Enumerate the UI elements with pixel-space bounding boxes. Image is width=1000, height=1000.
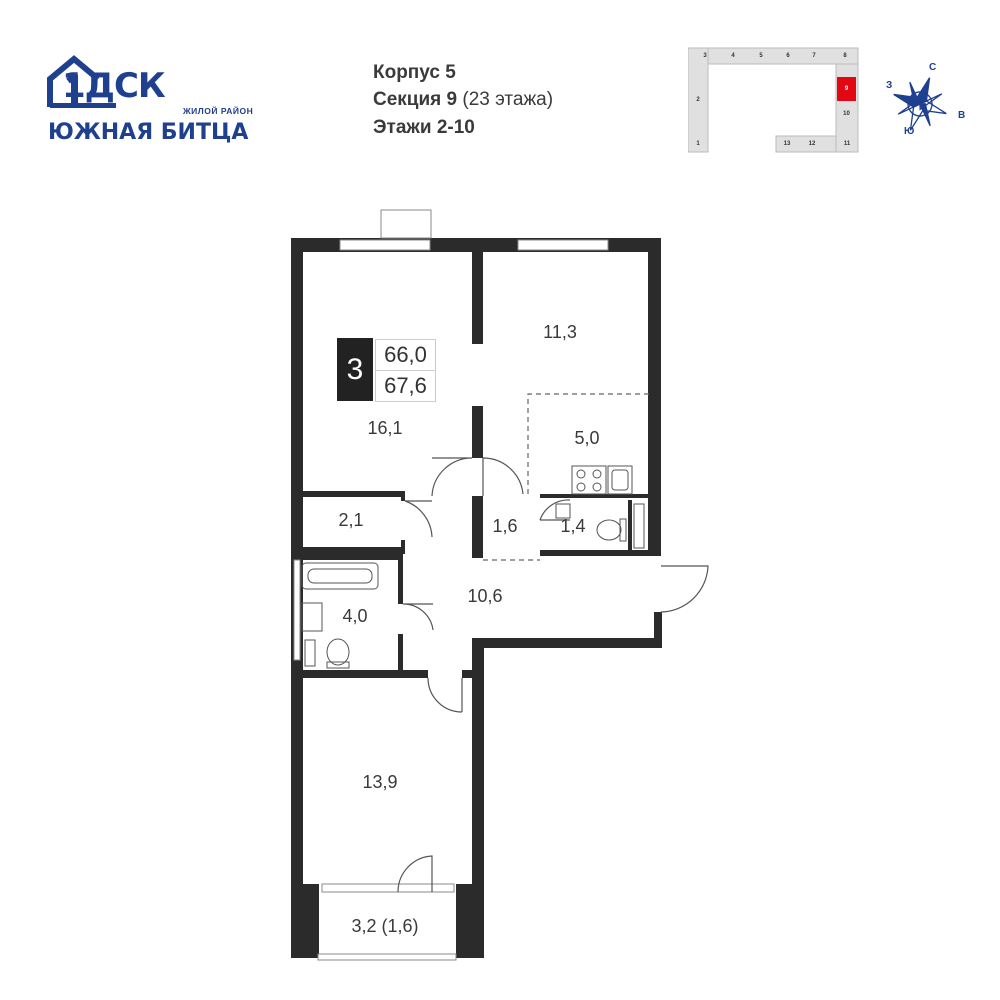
wall-closet-top — [303, 491, 401, 497]
door-entry — [660, 565, 709, 613]
section-label: Секция 9 — [373, 89, 458, 110]
stove-icon — [571, 465, 607, 495]
logo-house-icon — [47, 55, 116, 108]
wall-toilet-right — [628, 500, 632, 550]
room-area-bedroom-right: 11,3 — [543, 322, 577, 342]
balcony-wall-left — [291, 884, 319, 958]
site-section: 6 — [786, 53, 790, 59]
building-info: Корпус 5 — [373, 62, 456, 84]
room-count: 3 — [337, 338, 373, 401]
window-bedroom — [517, 239, 609, 251]
wall-closet-door-bottom — [401, 540, 405, 554]
compass-east: В — [958, 110, 966, 121]
door-hall-small — [482, 457, 524, 496]
wall-closet-bottom — [303, 547, 401, 554]
compass-south: Ю — [904, 126, 915, 137]
site-section-highlighted: 9 — [837, 77, 856, 101]
logo-subtitle: ЖИЛОЙ РАЙОН — [183, 106, 254, 116]
area-with-balcony: 67,6 — [375, 370, 436, 402]
sink-icon — [607, 465, 633, 495]
room-area-hall-small: 1,6 — [492, 516, 518, 536]
logo-name: ЮЖНАЯ БИТЦА — [48, 120, 249, 145]
area-total: 66,0 — [375, 339, 436, 370]
wall-hall-small — [472, 496, 483, 558]
wall-closet-door-top — [401, 491, 405, 501]
site-section: 8 — [843, 53, 847, 59]
site-section: 11 — [843, 141, 851, 147]
site-section: 13 — [783, 141, 791, 147]
window-bath-side — [293, 559, 301, 661]
building-label: Корпус 5 — [373, 62, 456, 83]
floors-label: Этажи 2-10 — [373, 117, 475, 138]
site-section: 1 — [696, 141, 700, 147]
window-balcony-outer — [317, 953, 457, 961]
room-area-living: 16,1 — [367, 418, 403, 438]
room-area-hallway: 10,6 — [467, 586, 503, 606]
floors-info: Этажи 2-10 — [373, 117, 475, 139]
room-area-closet: 2,1 — [338, 510, 364, 530]
room-area-toilet: 1,4 — [560, 516, 586, 536]
outer-wall-right-bottom — [472, 638, 484, 958]
wall-bath-right-lower — [398, 634, 403, 672]
section-floors: (23 этажа) — [462, 89, 554, 110]
bath-sink-icon — [301, 602, 323, 632]
room-area-bedroom-bottom: 13,9 — [362, 772, 398, 792]
room-area-bathroom: 4,0 — [342, 606, 368, 626]
site-section: 10 — [843, 111, 850, 117]
bathtub-icon — [301, 562, 379, 590]
wall-bedroom-top — [303, 670, 428, 678]
room-area-balcony: 3,2 (1,6) — [351, 916, 419, 936]
door-closet — [404, 500, 433, 538]
window-balcony-inner — [321, 883, 455, 893]
kitchen-dashed-zone — [527, 393, 652, 494]
door-bathroom — [402, 603, 434, 631]
compass-west: З — [886, 80, 893, 91]
door-toilet — [539, 499, 571, 521]
door-living — [431, 457, 473, 497]
wall-bath-top — [303, 554, 403, 560]
window-living — [339, 239, 431, 251]
compass-north: С — [929, 62, 937, 73]
wall-toilet-bottom — [540, 550, 652, 556]
toilet-sink-icon — [555, 503, 571, 519]
wall-bath-right-upper — [398, 554, 403, 604]
door-balcony — [397, 855, 433, 893]
section-info: Секция 9 (23 этажа) — [373, 89, 553, 111]
site-section: 7 — [812, 53, 816, 59]
compass-icon — [893, 77, 947, 131]
bath-toilet-icon — [326, 638, 350, 666]
outer-wall-step — [472, 638, 662, 648]
toilet-icon — [596, 519, 622, 541]
site-section: 3 — [703, 53, 707, 59]
apartment-area-box: 3 66,0 67,6 — [337, 338, 436, 402]
outer-wall-right-lower — [654, 612, 662, 644]
site-section: 5 — [759, 53, 763, 59]
wall-kitchen-bottom — [540, 494, 652, 498]
site-section: 2 — [696, 97, 700, 103]
logo-brand: 1ДСК — [62, 66, 166, 106]
ac-unit — [380, 209, 432, 239]
site-section: 4 — [731, 53, 735, 59]
site-section: 12 — [808, 141, 816, 147]
site-plan: 3 4 5 6 7 8 9 10 13 12 11 2 1 — [688, 44, 864, 156]
wall-rooms-mid — [472, 406, 483, 458]
room-area-kitchen: 5,0 — [574, 428, 600, 448]
outer-wall-right-upper — [648, 238, 661, 556]
wall-rooms-top — [472, 252, 483, 344]
balcony-wall-right — [456, 884, 484, 958]
wall-bedroom-top-right — [462, 670, 484, 678]
door-bedroom — [427, 677, 463, 713]
